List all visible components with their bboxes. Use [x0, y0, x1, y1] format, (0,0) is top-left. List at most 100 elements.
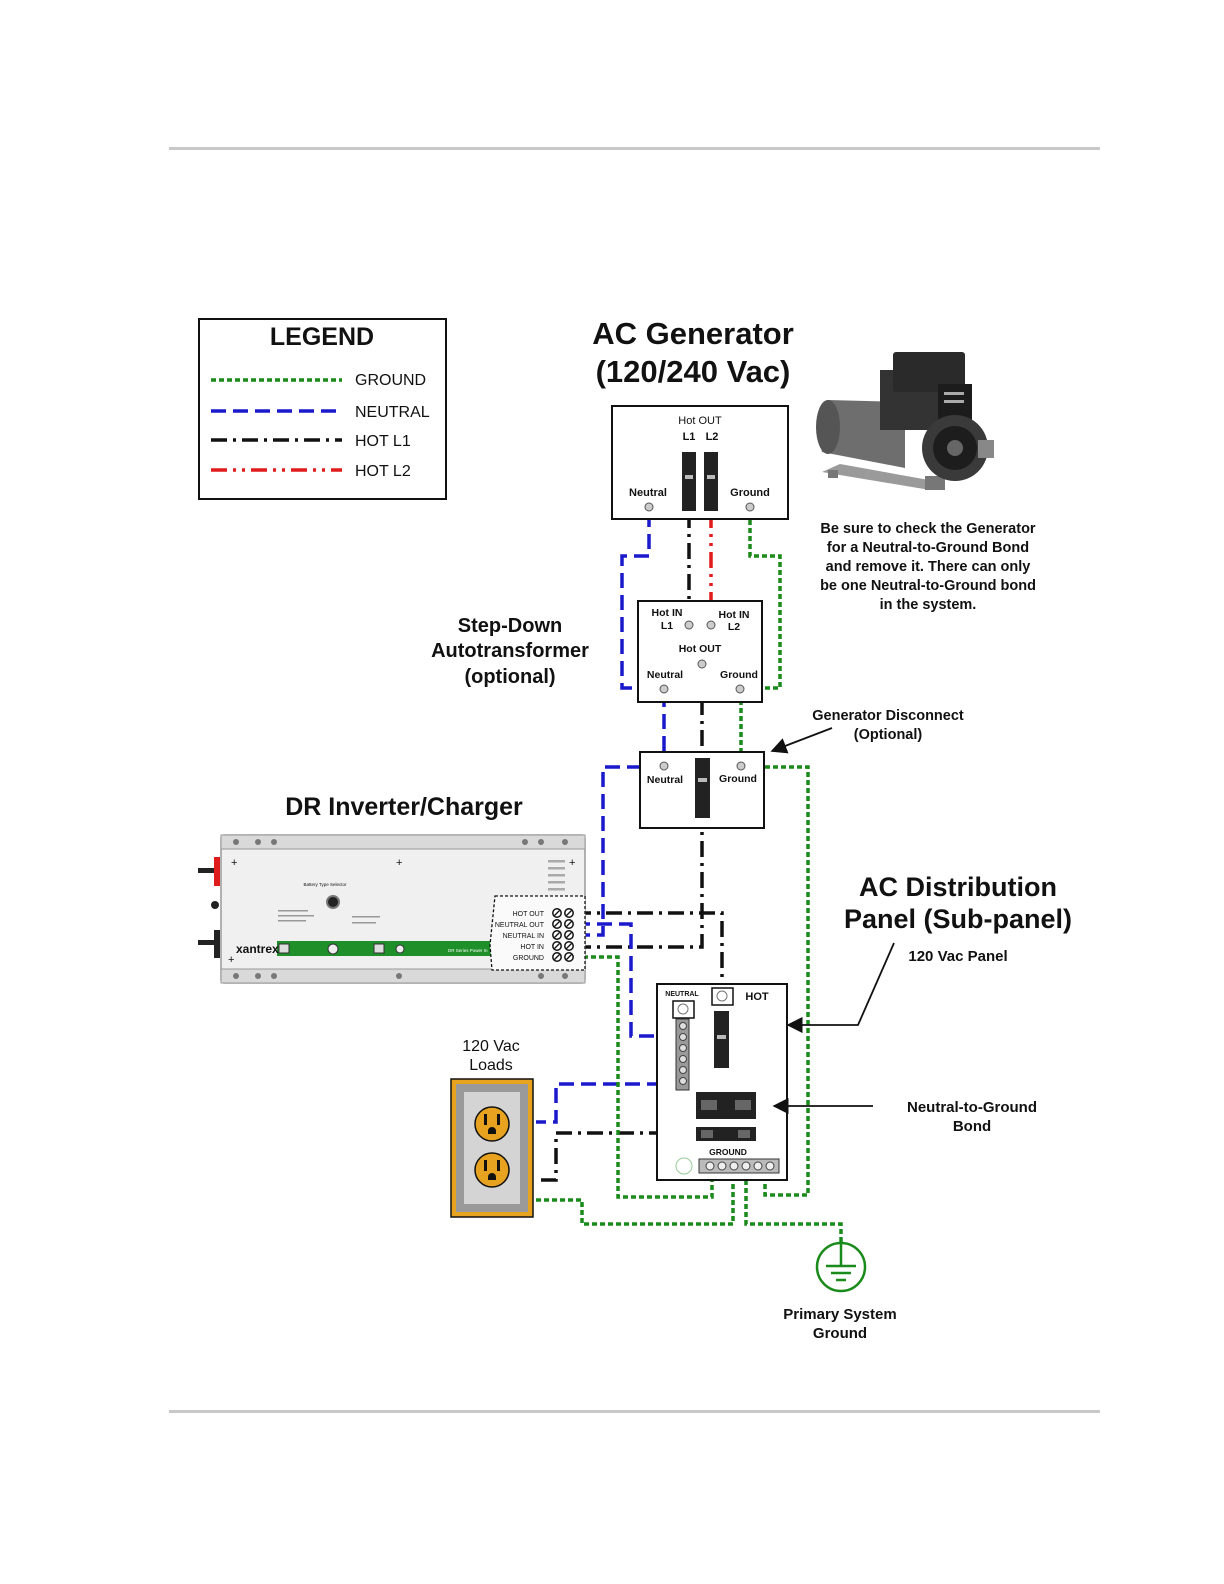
bond-label: Neutral-to-Ground Bond	[772, 1097, 1037, 1135]
wire-ground-disconnect-to-panel	[741, 765, 810, 1197]
svg-text:Be sure to check the Generator: Be sure to check the Generator	[820, 521, 1036, 537]
bottom-rule	[169, 1410, 1100, 1413]
wire-neutral-panel-to-loads	[536, 1082, 684, 1124]
inverter-terminal-label: NEUTRAL IN	[503, 933, 544, 940]
svg-text:Hot OUT: Hot OUT	[679, 643, 722, 655]
generator-box: Hot OUT L1 L2 Neutral Ground	[611, 405, 789, 520]
inverter-terminal-block: HOT OUT NEUTRAL OUT NEUTRAL IN HOT IN GROUND	[495, 908, 574, 962]
transformer-neutral-terminal	[659, 684, 669, 694]
svg-text:+: +	[231, 857, 237, 869]
svg-text:Ground: Ground	[719, 773, 757, 785]
svg-text:HOT: HOT	[745, 991, 769, 1003]
inverter-strip-text: DR Series Power In	[448, 948, 488, 953]
generator-hot-out-label: Hot OUT	[678, 415, 722, 427]
svg-text:in the system.: in the system.	[880, 597, 977, 613]
wire-ground-inverter-to-panel	[575, 955, 714, 1199]
wire-neutral-inverter-to-panel	[575, 922, 682, 1038]
inverter-terminal-label: HOT OUT	[513, 911, 545, 918]
generator-title-line1: AC Generator	[592, 316, 794, 351]
legend: LEGEND GROUND NEUTRAL HOT L1 HOT L2	[198, 318, 447, 500]
svg-text:and remove it. There can only: and remove it. There can only	[826, 559, 1031, 575]
wire-hot-l1-disconnect-to-inverter	[575, 810, 704, 949]
disconnect-breaker	[695, 758, 710, 818]
generator-neutral-label: Neutral	[629, 487, 667, 499]
loads-label: 120 Vac Loads	[462, 1038, 520, 1074]
disconnect-arrow	[770, 727, 833, 754]
inverter-power-button[interactable]	[327, 943, 339, 955]
svg-text:Ground: Ground	[813, 1325, 867, 1342]
svg-text:+: +	[396, 857, 402, 869]
legend-hotl2-label: HOT L2	[355, 463, 411, 480]
svg-text:Loads: Loads	[469, 1057, 513, 1074]
panel-hot-lug	[711, 987, 734, 1006]
svg-text:GROUND: GROUND	[709, 1147, 747, 1157]
panel-sub-label: 120 Vac Panel	[908, 948, 1007, 965]
panel-neutral-lug	[672, 1000, 695, 1019]
svg-text:Bond: Bond	[953, 1118, 991, 1135]
svg-text:AC Distribution: AC Distribution	[859, 872, 1057, 902]
svg-text:+: +	[228, 954, 234, 966]
top-rule	[169, 147, 1100, 150]
svg-text:Neutral: Neutral	[647, 774, 683, 786]
outlet-receptacle-top-icon	[474, 1106, 510, 1142]
generator-l2-label: L2	[706, 431, 719, 443]
inverter-unit: + + + + Battery Type Selector xantrex DR…	[198, 834, 586, 984]
generator-neutral-terminal	[644, 502, 654, 512]
transformer-l2-terminal	[706, 620, 716, 630]
inverter-dc-negative-cable	[198, 940, 216, 945]
system-ground-label: Primary System Ground	[783, 1306, 896, 1342]
legend-title: LEGEND	[270, 323, 374, 351]
disconnect-neutral-terminal	[659, 761, 669, 771]
inverter-dc-positive-cable	[198, 868, 216, 873]
outlet-receptacle-bottom-icon	[474, 1152, 510, 1188]
svg-text:Autotransformer: Autotransformer	[431, 640, 589, 662]
transformer-label: Step-Down Autotransformer (optional)	[431, 615, 589, 688]
generator-icon	[816, 352, 994, 490]
svg-text:Hot IN: Hot IN	[652, 607, 683, 619]
transformer-hot-out-terminal	[697, 659, 707, 669]
generator-note: Be sure to check the Generator for a Neu…	[820, 521, 1036, 613]
inverter-remote-port-1[interactable]	[278, 943, 290, 954]
generator-title-line2: (120/240 Vac)	[596, 354, 791, 389]
transformer-box: Hot IN L1 Hot IN L2 Hot OUT Neutral Grou…	[637, 600, 763, 703]
svg-text:Neutral: Neutral	[647, 669, 683, 681]
svg-text:Primary System: Primary System	[783, 1306, 896, 1323]
disconnect-ground-terminal	[736, 761, 746, 771]
panel-main-breaker	[714, 1011, 729, 1068]
inverter-terminal-label: GROUND	[513, 955, 544, 962]
svg-text:Step-Down: Step-Down	[458, 615, 562, 637]
svg-text:for a Neutral-to-Ground Bond: for a Neutral-to-Ground Bond	[827, 540, 1029, 556]
inverter-terminal-label: HOT IN	[520, 944, 544, 951]
wire-ground-panel-to-earth	[744, 1172, 843, 1243]
wire-hot-l1-panel-to-loads	[536, 1131, 696, 1182]
panel-title: AC Distribution Panel (Sub-panel) 120 Va…	[844, 872, 1072, 965]
svg-text:L1: L1	[661, 620, 673, 632]
svg-text:(Optional): (Optional)	[854, 727, 923, 743]
disconnect-label: Generator Disconnect (Optional)	[770, 708, 964, 754]
svg-text:Panel (Sub-panel): Panel (Sub-panel)	[844, 904, 1072, 934]
panel-ground-symbol-icon	[675, 1157, 693, 1175]
generator-breaker-l1	[682, 452, 696, 511]
transformer-ground-terminal	[735, 684, 745, 694]
generator-ground-label: Ground	[730, 487, 770, 499]
svg-text:(optional): (optional)	[464, 666, 555, 688]
transformer-l1-terminal	[684, 620, 694, 630]
generator-breaker-l2	[704, 452, 718, 511]
svg-text:Ground: Ground	[720, 669, 758, 681]
svg-text:L2: L2	[728, 621, 740, 633]
disconnect-box: Neutral Ground	[639, 751, 765, 829]
legend-ground-label: GROUND	[355, 372, 426, 389]
distribution-panel: NEUTRAL HOT GROUND	[656, 983, 788, 1181]
svg-text:+: +	[569, 857, 575, 869]
wire-ground-gen-to-xfmr	[741, 512, 782, 690]
inverter-battery-selector-label: Battery Type Selector	[304, 882, 347, 887]
generator-ground-terminal	[745, 502, 755, 512]
inverter-terminal-label: NEUTRAL OUT	[495, 922, 545, 929]
generator-l1-label: L1	[683, 431, 696, 443]
battery-type-selector-knob[interactable]	[326, 895, 340, 909]
svg-text:Generator Disconnect: Generator Disconnect	[812, 708, 964, 724]
svg-text:Hot IN: Hot IN	[719, 609, 750, 621]
wire-hot-l1-inverter-to-panel	[575, 911, 724, 990]
inverter-remote-port-2[interactable]	[373, 943, 385, 954]
